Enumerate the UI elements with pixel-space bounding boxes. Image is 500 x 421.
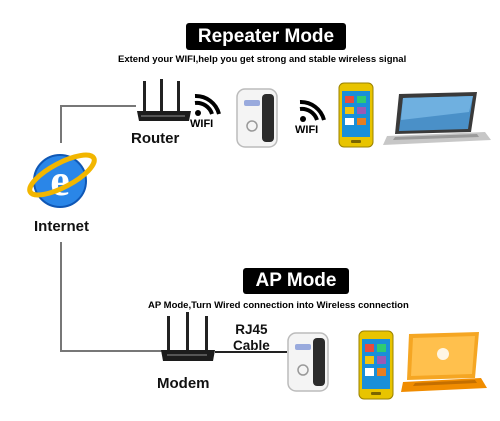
modem-label: Modem (157, 375, 210, 392)
wifi-signal-icon-2 (299, 99, 326, 122)
rj45-cable-line (215, 351, 287, 353)
rj45-label-line1: RJ45 (235, 322, 268, 337)
router-label: Router (131, 130, 180, 147)
wifi-signal-icon-1 (194, 93, 221, 116)
router-icon (137, 79, 191, 121)
ap-mode-subtitle: AP Mode,Turn Wired connection into Wirel… (148, 300, 409, 311)
wifi-label-2: WIFI (295, 124, 319, 136)
internet-label: Internet (34, 218, 90, 235)
line-to-modem (60, 350, 165, 352)
ap-device-icon (287, 332, 329, 392)
line-internet-up (60, 105, 62, 143)
laptop-icon-ap (401, 332, 487, 392)
repeater-mode-title: Repeater Mode (186, 23, 346, 50)
rj45-label-line2: Cable (233, 338, 270, 353)
ap-mode-title: AP Mode (243, 268, 349, 294)
smartphone-icon (338, 82, 374, 148)
modem-icon (161, 312, 215, 361)
wifi-label-1: WIFI (190, 118, 214, 130)
smartphone-icon-ap (358, 330, 394, 400)
repeater-device-icon (236, 88, 278, 148)
rj45-cable-label: RJ45 Cable (233, 322, 270, 354)
internet-icon: e (27, 152, 97, 208)
repeater-mode-subtitle: Extend your WIFI,help you get strong and… (118, 54, 407, 65)
line-internet-down (60, 242, 62, 352)
line-to-router (60, 105, 136, 107)
laptop-icon (383, 92, 491, 145)
